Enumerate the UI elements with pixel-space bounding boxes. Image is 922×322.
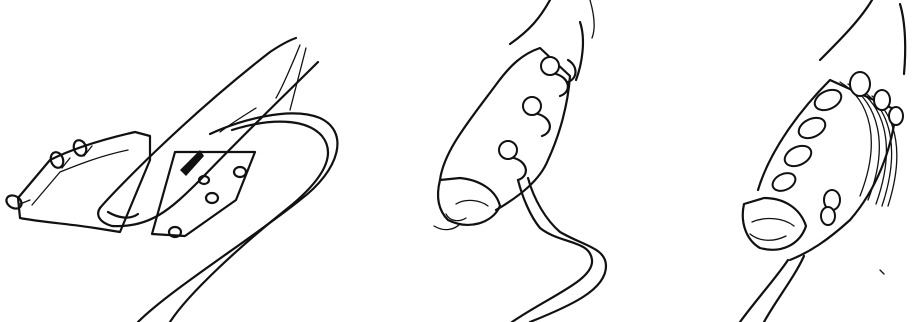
arm-outline-top	[820, 0, 872, 60]
panel-step-3	[700, 0, 922, 322]
arm-outline-right	[900, 4, 905, 74]
arm-outline-right	[576, 22, 583, 80]
splint-placement-drawing	[0, 0, 360, 322]
trailing-strap	[740, 260, 788, 322]
arm-outline-top	[510, 0, 550, 44]
hand-fist	[438, 178, 500, 225]
panel-step-2	[400, 0, 630, 322]
splint-board-inner	[32, 150, 128, 205]
completed-binding-drawing	[700, 0, 922, 322]
hanging-strap	[512, 180, 592, 322]
hand-fist	[743, 198, 806, 250]
strap	[138, 113, 337, 322]
strap-loop-drawing	[400, 0, 630, 322]
hand-end	[98, 208, 138, 226]
hanging-strap-edge	[528, 178, 606, 322]
strap-plate	[152, 152, 255, 236]
panel-step-1	[0, 0, 360, 322]
